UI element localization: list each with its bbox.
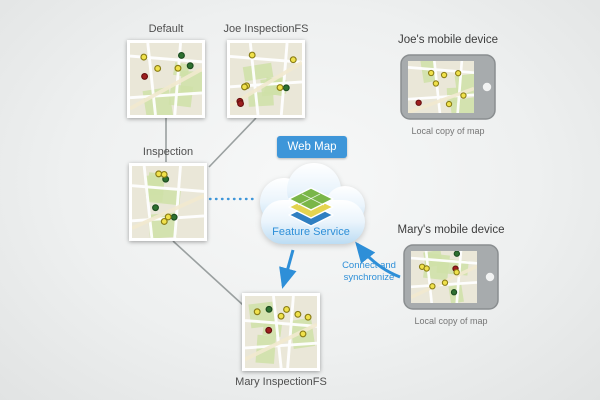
device-caption-joe: Local copy of map — [411, 126, 485, 136]
map-layers-icon — [288, 187, 334, 227]
map-thumbnail-mary-inspectionfs — [242, 293, 320, 371]
tablet-icon-joe — [400, 54, 496, 120]
map-label-default: Default — [148, 23, 184, 35]
device-title-mary: Mary's mobile device — [397, 224, 505, 236]
device-caption-mary: Local copy of map — [414, 316, 488, 326]
map-node-joe-inspectionfs: Joe InspectionFS — [224, 22, 309, 118]
map-label-mary-inspectionfs: Mary InspectionFS — [235, 376, 327, 388]
connector-inspection-to-maryfs — [172, 240, 244, 306]
map-thumbnail-default — [127, 40, 205, 118]
map-thumbnail-inspection — [129, 163, 207, 241]
connect-synchronize-note: Connect and synchronize — [342, 260, 396, 283]
map-label-joe-inspectionfs: Joe InspectionFS — [223, 23, 309, 35]
map-node-mary-inspectionfs: Mary InspectionFS — [235, 293, 327, 389]
feature-service-cloud: Feature Service — [248, 158, 374, 260]
device-title-joe: Joe's mobile device — [398, 34, 498, 46]
map-node-inspection: Inspection — [129, 145, 207, 241]
device-joe: Joe's mobile device Local copy of map — [398, 34, 498, 136]
map-label-inspection: Inspection — [142, 146, 194, 158]
map-node-default: Default — [127, 22, 205, 118]
feature-service-label: Feature Service — [272, 226, 350, 238]
tablet-icon-mary — [403, 244, 499, 310]
web-map-badge: Web Map — [277, 136, 347, 158]
map-thumbnail-joe-inspectionfs — [227, 40, 305, 118]
device-mary: Mary's mobile device Local copy of map — [398, 224, 505, 326]
cloud-icon — [260, 163, 365, 244]
